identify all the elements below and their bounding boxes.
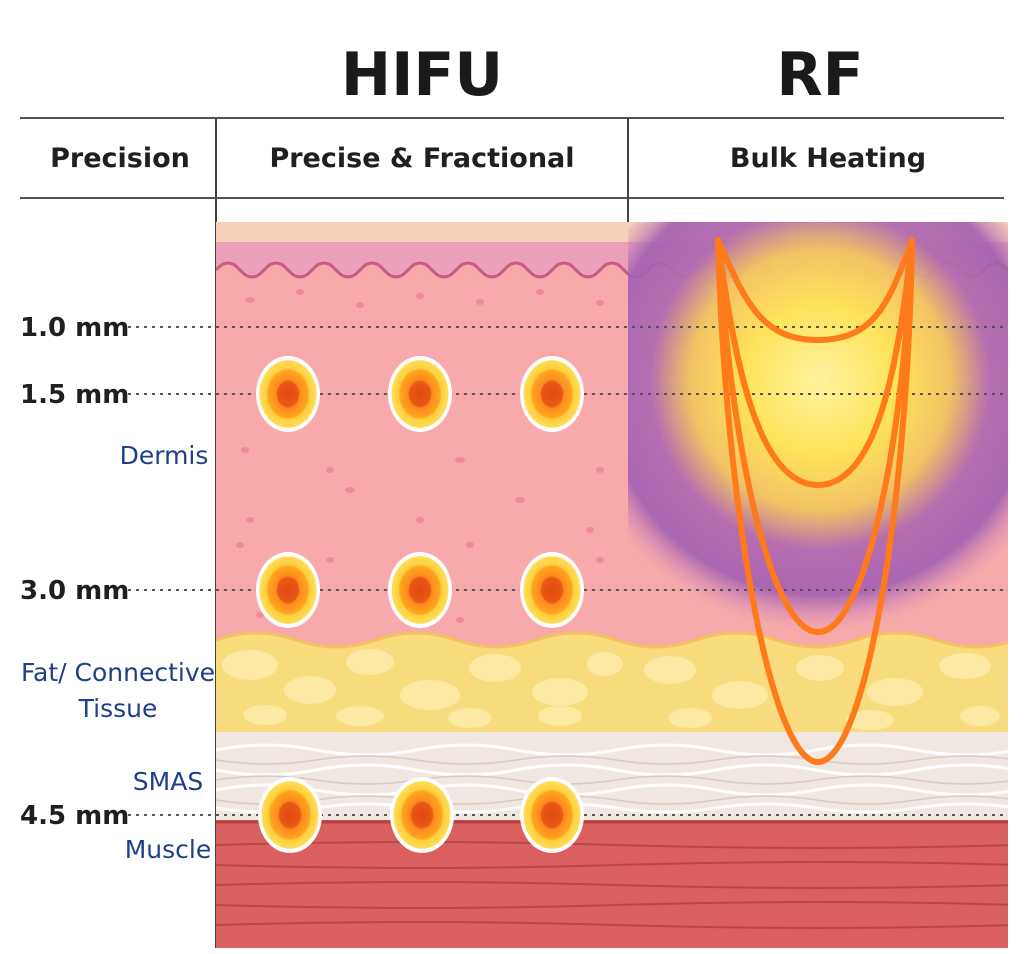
dermis-speckles (236, 289, 604, 623)
focal-point (258, 777, 322, 853)
header-row: Precision Precise & Fractional Bulk Heat… (20, 117, 1004, 948)
focal-point (520, 356, 584, 432)
layer-label-fat-line1: Fat/ Connective (21, 658, 215, 687)
header-precision-label: Precision (50, 143, 190, 174)
depth-label-3-0: 3.0 mm (20, 576, 129, 606)
smas-fibers (216, 743, 1008, 814)
muscle-fibers (216, 841, 1008, 929)
rf-loop-1 (715, 237, 915, 344)
layer-label-muscle: Muscle (125, 835, 212, 864)
focal-point (520, 777, 584, 853)
hifu-focal-points (256, 356, 584, 853)
focal-point (256, 552, 320, 628)
header-rf-label: Bulk Heating (730, 143, 926, 174)
focal-point (388, 356, 452, 432)
rf-loop-3 (715, 237, 915, 636)
rf-loop-4 (715, 237, 915, 766)
title-hifu: HIFU (341, 40, 503, 110)
rf-current-loops (715, 237, 915, 766)
depth-label-1-5: 1.5 mm (20, 380, 129, 410)
focal-point (256, 356, 320, 432)
focal-point (520, 552, 584, 628)
depth-label-4-5: 4.5 mm (20, 801, 129, 831)
layer-label-fat-line2: Tissue (78, 694, 158, 723)
fat-cells (222, 649, 1000, 730)
layer-label-smas: SMAS (133, 767, 203, 796)
header-hifu-label: Precise & Fractional (269, 143, 574, 174)
smas-fiber-shadows (216, 755, 1008, 805)
title-rf: RF (776, 40, 863, 110)
depth-label-1-0: 1.0 mm (20, 313, 129, 343)
layer-label-dermis: Dermis (120, 441, 209, 470)
focal-point (388, 552, 452, 628)
focal-point (390, 777, 454, 853)
rf-loop-2 (715, 237, 915, 489)
